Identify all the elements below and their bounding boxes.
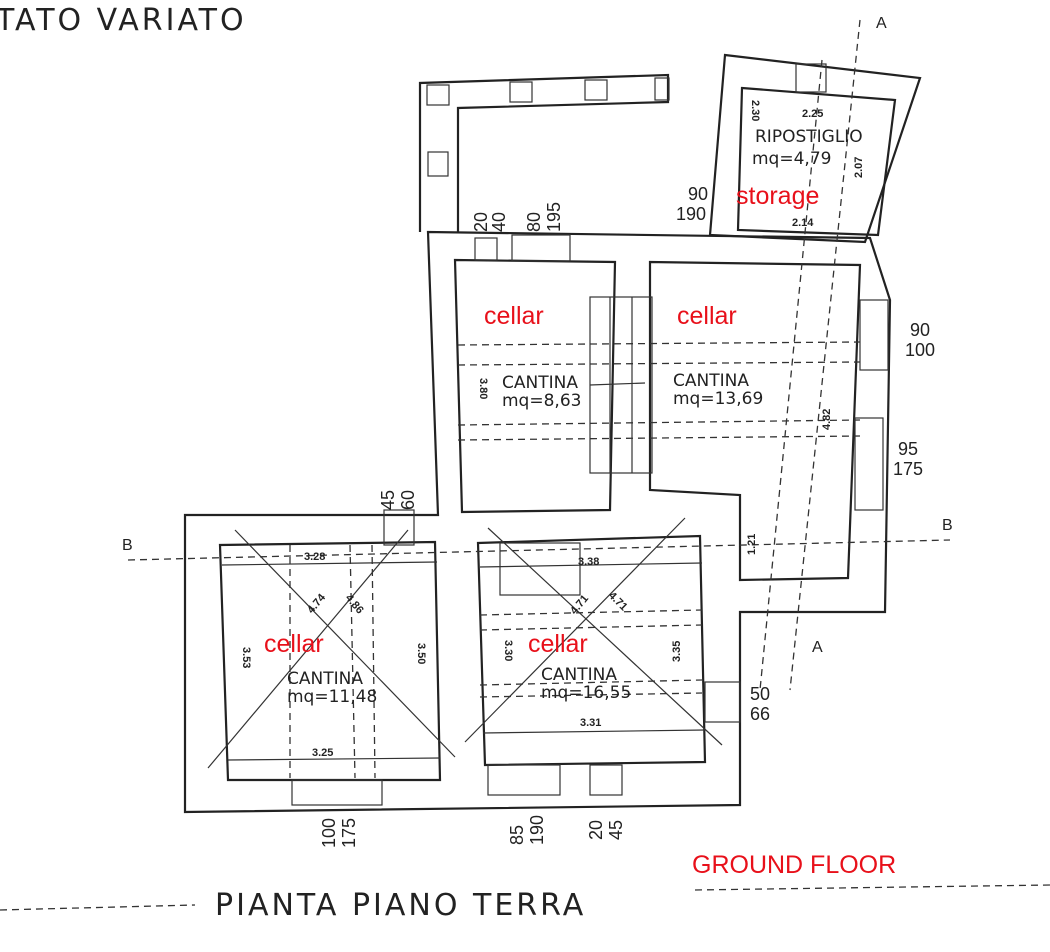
opening-height: 195 <box>544 202 564 232</box>
opening-width: 90 <box>910 320 930 340</box>
room-area: mq=11,48 <box>287 687 377 707</box>
room-area: mq=4,79 <box>752 149 831 169</box>
opening-width: 45 <box>378 490 398 510</box>
opening-width: 20 <box>471 212 491 232</box>
opening-height: 190 <box>676 204 706 224</box>
plan-title: PIANTA PIANO TERRA <box>215 888 586 923</box>
section-marker-a-bottom: A <box>812 639 823 656</box>
diagonals <box>207 382 723 769</box>
room-cellar-4: cellar CANTINA mq=16,55 3.38 3.30 3.35 3… <box>502 556 683 729</box>
opening-width: 20 <box>586 820 606 840</box>
opening-height: 66 <box>750 704 770 724</box>
room-area: mq=13,69 <box>673 389 763 409</box>
dimension: 2.25 <box>802 108 823 120</box>
room-translation: cellar <box>264 630 324 658</box>
room-cellar-3: cellar CANTINA mq=11,48 3.28 3.53 3.50 3… <box>240 551 427 759</box>
dimension: 3.31 <box>580 717 601 729</box>
opening-width: 50 <box>750 684 770 704</box>
dimension: 3.35 <box>671 641 683 662</box>
opening-height: 175 <box>339 818 359 848</box>
opening-width: 100 <box>319 818 339 848</box>
room-name: RIPOSTIGLIO <box>755 127 863 147</box>
opening-height: 60 <box>398 490 418 510</box>
room-area: mq=16,55 <box>541 683 631 703</box>
opening-width: 80 <box>524 212 544 232</box>
opening-height: 190 <box>527 815 547 845</box>
dimension: 3.38 <box>578 556 599 568</box>
opening-height: 40 <box>489 212 509 232</box>
dimension: 3.28 <box>304 551 325 563</box>
header-title: TATO VARIATO <box>0 3 247 38</box>
dimension: 1.21 <box>746 534 758 555</box>
section-marker-a-top: A <box>876 15 887 32</box>
dimension: 2.14 <box>792 217 814 229</box>
room-name: CANTINA <box>673 371 749 391</box>
section-marker-b-right: B <box>942 517 953 534</box>
dimension: 3.53 <box>240 647 252 668</box>
dimension: 3.25 <box>312 747 333 759</box>
dimension: 2.30 <box>749 100 761 121</box>
opening-width: 90 <box>688 184 708 204</box>
dimension: 4.71 <box>568 593 591 617</box>
dashed-lines <box>0 19 1050 911</box>
dimension: 3.80 <box>477 378 489 399</box>
opening-height: 175 <box>893 459 923 479</box>
dimension: 2.07 <box>853 157 865 178</box>
room-translation: cellar <box>484 302 544 330</box>
room-name: CANTINA <box>287 669 363 689</box>
dimension: 3.50 <box>415 643 427 664</box>
opening-dimensions: 90 190 20 40 80 195 90 100 95 175 45 60 … <box>319 184 935 848</box>
opening-height: 100 <box>905 340 935 360</box>
room-name: CANTINA <box>541 665 617 685</box>
dimension: 4.71 <box>606 590 630 614</box>
opening-height: 45 <box>606 820 626 840</box>
section-marker-b-left: B <box>122 537 133 554</box>
room-storage: RIPOSTIGLIO mq=4,79 storage 2.25 2.30 2.… <box>736 100 865 229</box>
walls <box>183 53 922 814</box>
ground-floor-label: GROUND FLOOR <box>692 851 896 879</box>
dimension: 4.82 <box>821 409 833 430</box>
room-translation: cellar <box>528 630 588 658</box>
dimension: 4.74 <box>305 591 329 616</box>
room-translation: cellar <box>677 302 737 330</box>
room-area: mq=8,63 <box>502 391 581 411</box>
room-cellar-1: cellar CANTINA mq=8,63 3.80 <box>477 302 581 411</box>
opening-width: 95 <box>898 439 918 459</box>
room-cellar-2: cellar CANTINA mq=13,69 4.82 1.21 <box>673 302 833 555</box>
dimension: 3.30 <box>502 640 514 661</box>
room-name: CANTINA <box>502 373 578 393</box>
room-translation: storage <box>736 182 819 210</box>
opening-width: 85 <box>507 825 527 845</box>
